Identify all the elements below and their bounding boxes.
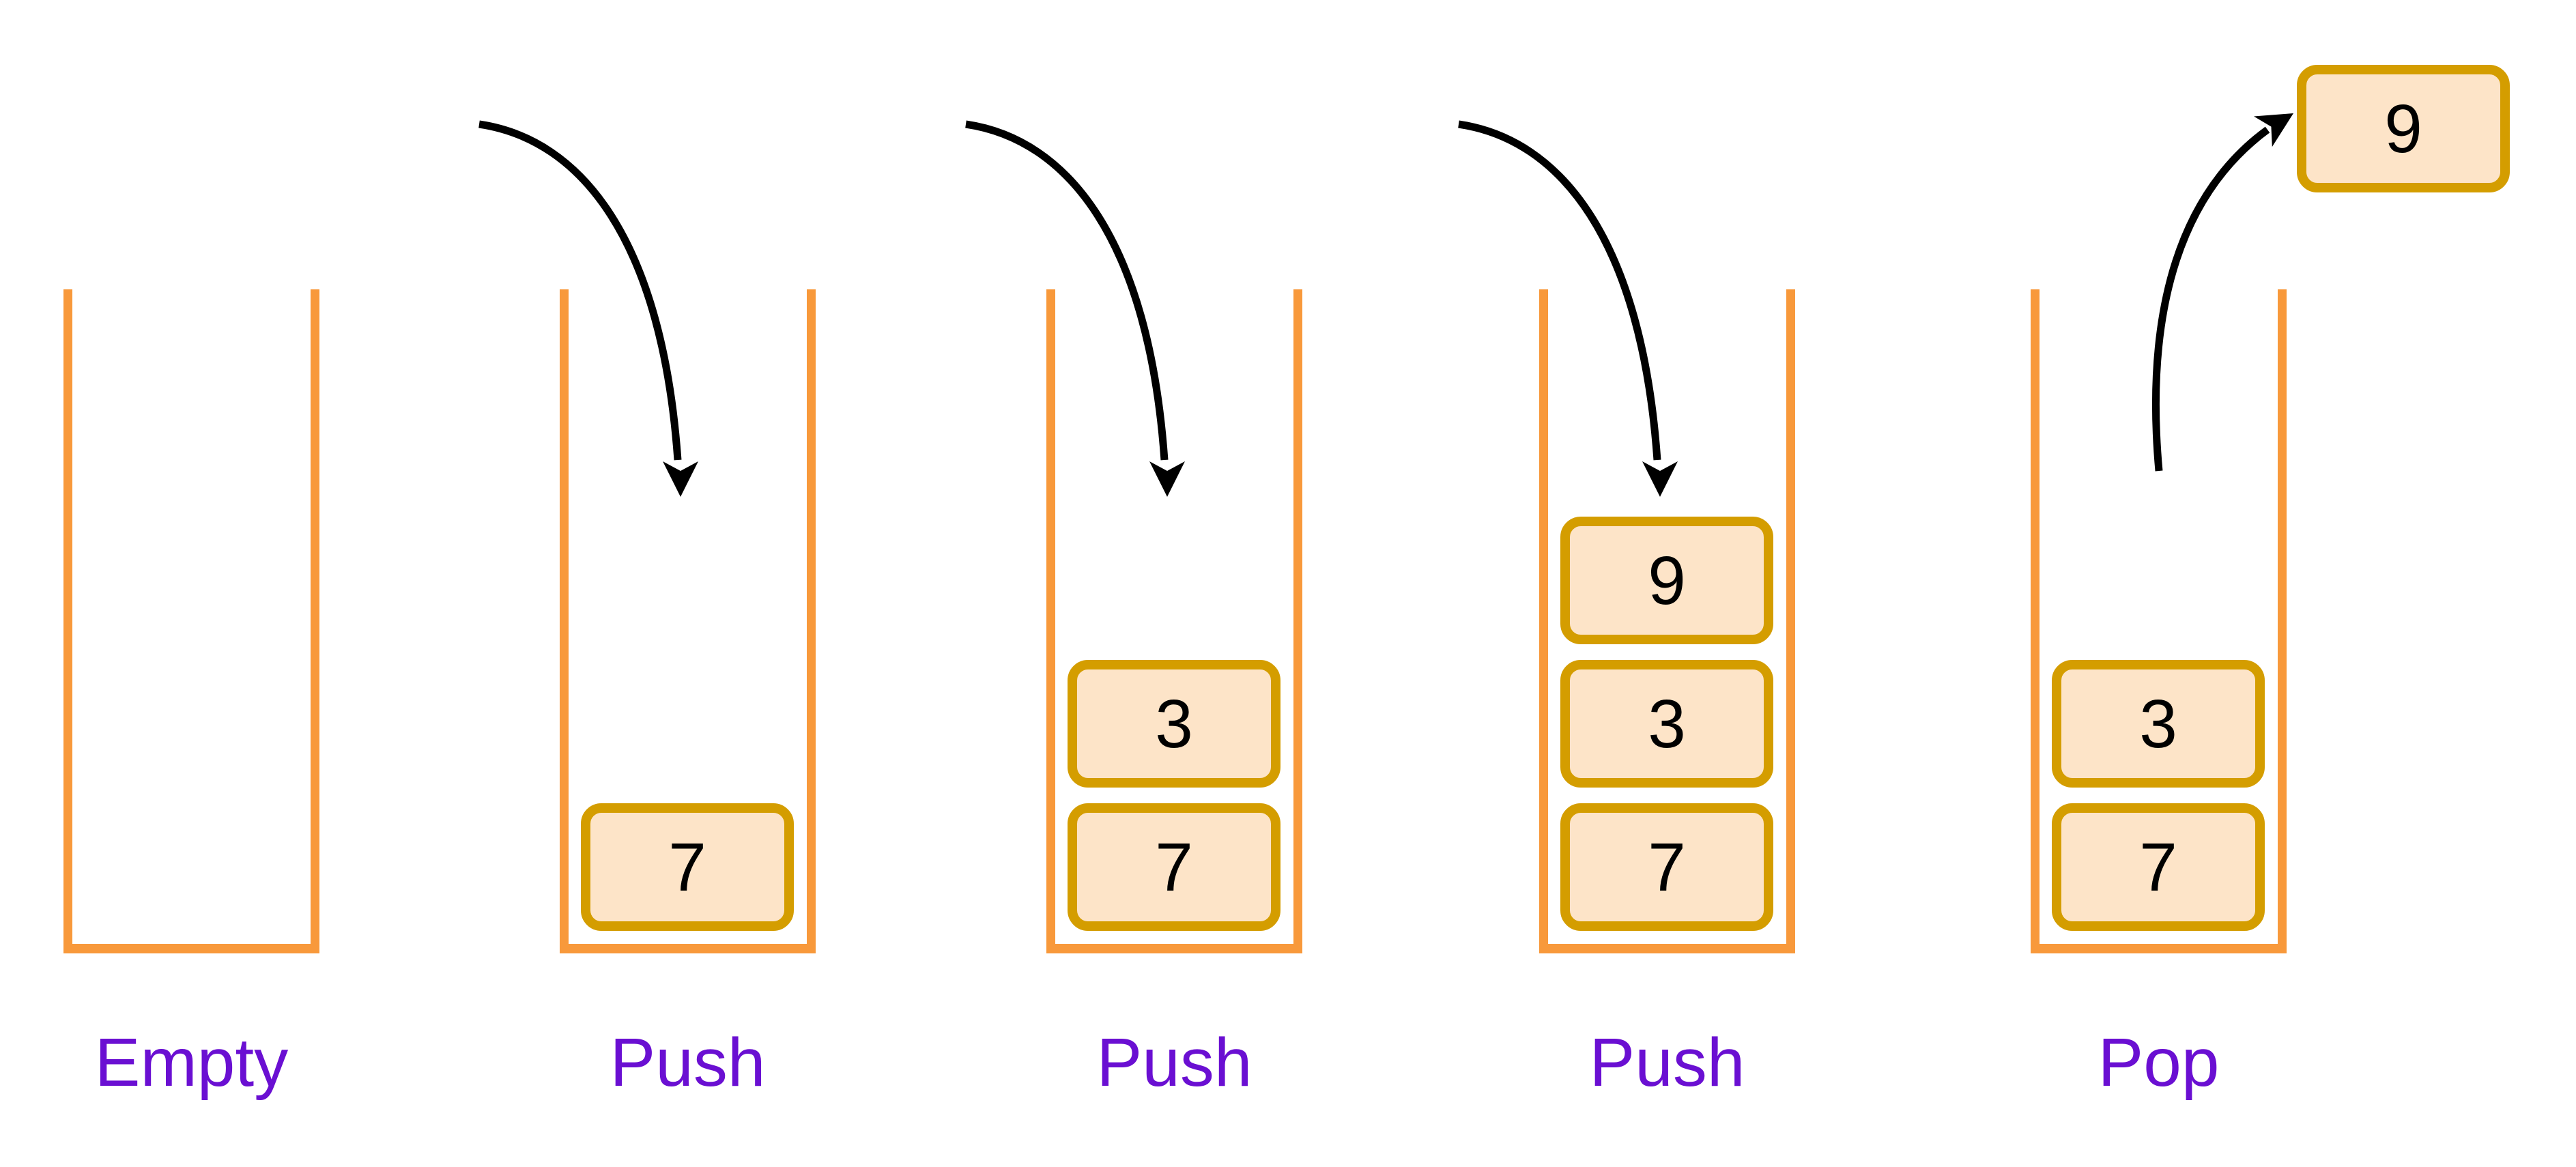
stack-item-value: 3: [1648, 685, 1686, 762]
popped-item-box: 9: [2297, 65, 2510, 192]
stack-item-box: 7: [581, 803, 794, 931]
stack-container: [1046, 289, 1302, 953]
stack-item-box: 7: [1560, 803, 1773, 931]
stack-item-value: 3: [1155, 685, 1193, 762]
stack-container: [2031, 289, 2287, 953]
operation-label: Pop: [2098, 1024, 2220, 1101]
stack-item-box: 9: [1560, 517, 1773, 644]
operation-label: Push: [1589, 1024, 1745, 1101]
stack-item-box: 3: [1068, 660, 1280, 788]
operation-label: Empty: [94, 1024, 289, 1101]
stack-item-box: 7: [2052, 803, 2265, 931]
stack-container: [560, 289, 816, 953]
stack-item-value: 7: [668, 829, 706, 906]
pop-arrowhead-icon: [2254, 113, 2293, 147]
stack-item-value: 7: [2139, 829, 2177, 906]
operation-label: Push: [610, 1024, 766, 1101]
operation-label: Push: [1096, 1024, 1253, 1101]
stack-container: [1539, 289, 1795, 953]
stack-item-value: 3: [2139, 685, 2177, 762]
stack-container: [63, 289, 319, 953]
stack-item-value: 9: [1648, 542, 1686, 619]
stack-item-box: 3: [2052, 660, 2265, 788]
stack-item-box: 7: [1068, 803, 1280, 931]
stack-item-value: 7: [1648, 829, 1686, 906]
popped-item-value: 9: [2384, 90, 2422, 167]
stack-item-value: 7: [1155, 829, 1193, 906]
stack-item-box: 3: [1560, 660, 1773, 788]
